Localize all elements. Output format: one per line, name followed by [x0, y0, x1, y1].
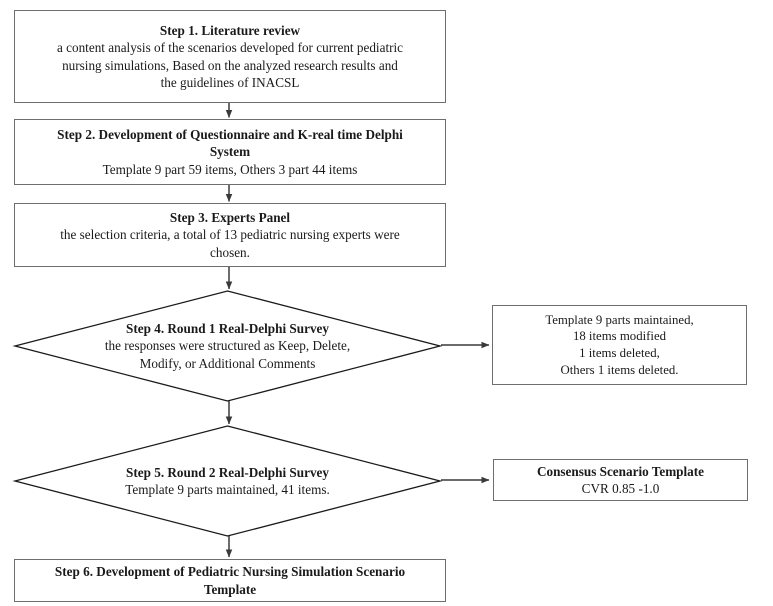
step6-heading-line-1: Step 6. Development of Pediatric Nursing… [54, 564, 406, 580]
step6-heading-line-2: Template [203, 581, 257, 597]
node-step1[interactable]: Step 1. Literature review a content anal… [14, 10, 446, 103]
step2-heading-line-1: Step 2. Development of Questionnaire and… [57, 127, 403, 143]
node-step5-result[interactable]: Consensus Scenario Template CVR 0.85 -1.… [493, 459, 748, 501]
step4-result-line-2: 18 items modified [572, 329, 667, 344]
step4-result-line-4: Others 1 items deleted. [560, 362, 679, 377]
node-step4[interactable]: Step 4. Round 1 Real-Delphi Survey the r… [12, 290, 443, 402]
step3-line-1: the selection criteria, a total of 13 pe… [60, 227, 400, 243]
step1-heading: Step 1. Literature review [159, 23, 301, 39]
step5-result-heading: Consensus Scenario Template [536, 463, 705, 479]
step1-line-3: the guidelines of INACSL [160, 74, 300, 90]
step5-diamond-shape [12, 425, 443, 537]
step4-result-line-1: Template 9 parts maintained, [545, 312, 694, 327]
node-step6[interactable]: Step 6. Development of Pediatric Nursing… [14, 559, 446, 602]
step3-line-2: chosen. [210, 244, 250, 260]
step2-heading-line-2: System [209, 144, 251, 160]
node-step2[interactable]: Step 2. Development of Questionnaire and… [14, 119, 446, 185]
step1-line-1: a content analysis of the scenarios deve… [56, 40, 404, 56]
node-step3[interactable]: Step 3. Experts Panel the selection crit… [14, 203, 446, 267]
step1-line-2: nursing simulations, Based on the analyz… [62, 57, 398, 73]
step4-diamond-shape [12, 290, 443, 402]
node-step4-result[interactable]: Template 9 parts maintained, 18 items mo… [492, 305, 747, 385]
step4-result-line-3: 1 items deleted, [579, 346, 660, 360]
step5-result-line-1: CVR 0.85 -1.0 [581, 481, 660, 496]
node-step5[interactable]: Step 5. Round 2 Real-Delphi Survey Templ… [12, 425, 443, 537]
step3-heading: Step 3. Experts Panel [169, 210, 291, 226]
step2-line-1: Template 9 part 59 items, Others 3 part … [102, 161, 358, 177]
